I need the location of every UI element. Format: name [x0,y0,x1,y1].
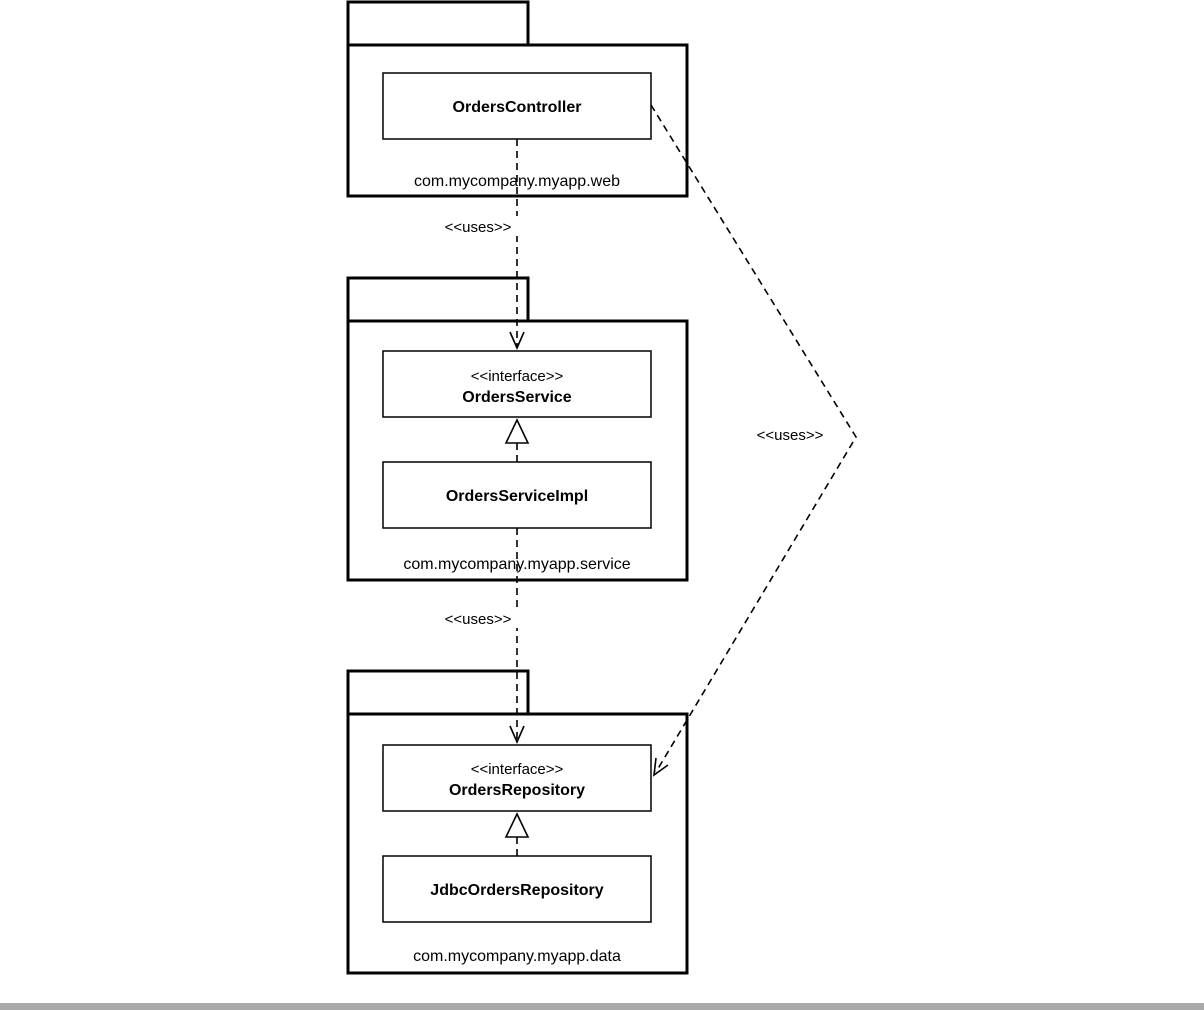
package-data-name: com.mycompany.myapp.data [413,948,621,965]
class-orders-service-impl-name: OrdersServiceImpl [446,488,588,505]
realization-jdbc-repository [504,812,530,856]
dependency-controller-to-repository-line [650,104,857,773]
class-orders-controller-box [382,72,652,140]
dependency-controller-to-repository-label: <<uses>> [757,427,824,444]
class-orders-repository-box [382,744,652,812]
dependency-controller-to-repository: <<uses>> [650,104,857,777]
package-data-tab [346,669,530,716]
class-orders-service-impl: OrdersServiceImpl [382,461,652,529]
package-data: <<interface>> OrdersRepository JdbcOrder… [346,669,689,975]
package-web-tab [346,0,530,47]
realization-jdbc-repository-triangle [504,812,530,838]
dependency-service-to-data-label: <<uses>> [445,611,512,628]
dependency-controller-to-repository-arrowhead [652,757,669,777]
realization-service-impl-triangle [504,418,530,444]
realization-service-impl [504,418,530,462]
dependency-web-to-service: <<uses>> [436,139,525,350]
class-orders-service-box [382,350,652,418]
class-orders-repository-stereotype: <<interface>> [471,761,564,778]
class-orders-service-name: OrdersService [462,389,572,406]
dependency-service-to-data-label-bg [436,608,520,628]
dependency-service-to-data: <<uses>> [436,528,525,744]
class-jdbc-orders-repository-box [382,855,652,923]
bottom-border-bar [0,1003,1204,1010]
package-web: OrdersController com.mycompany.myapp.web [346,0,689,198]
class-jdbc-orders-repository-name: JdbcOrdersRepository [430,882,603,899]
dependency-web-to-service-arrowhead [509,331,525,350]
class-orders-controller-name: OrdersController [453,99,582,116]
dependency-service-to-data-arrowhead [509,725,525,744]
class-orders-controller: OrdersController [382,72,652,140]
class-jdbc-orders-repository: JdbcOrdersRepository [382,855,652,923]
class-orders-service: <<interface>> OrdersService [382,350,652,418]
package-service-tab [346,276,530,323]
class-orders-repository-name: OrdersRepository [449,782,585,799]
dependency-web-to-service-label-bg [436,216,520,236]
dependency-web-to-service-label: <<uses>> [445,219,512,236]
class-orders-repository: <<interface>> OrdersRepository [382,744,652,812]
class-orders-service-stereotype: <<interface>> [471,368,564,385]
